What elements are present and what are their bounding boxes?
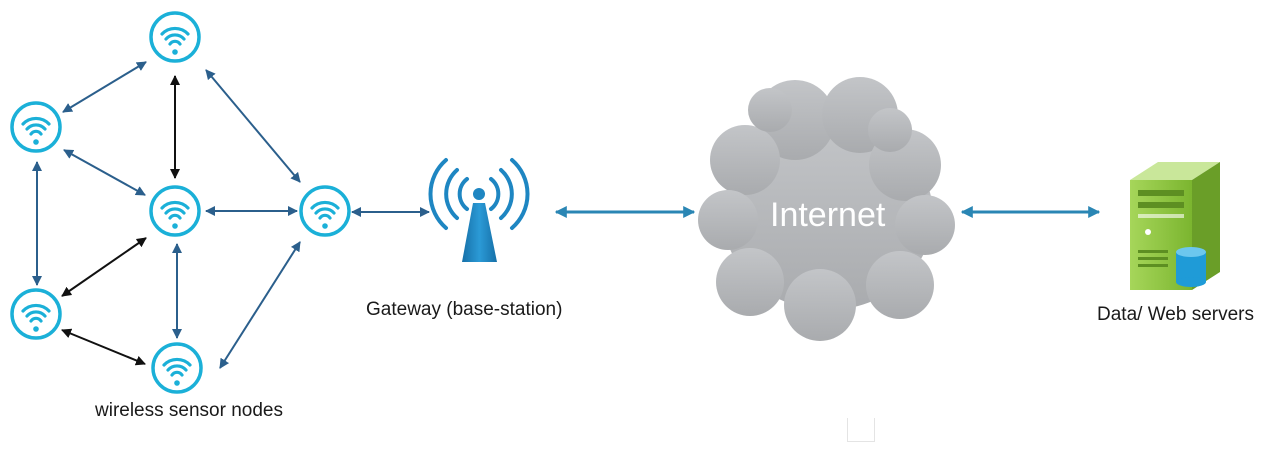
sensor-nodes [10, 11, 351, 394]
sensor-nodes-label: wireless sensor nodes [95, 400, 283, 421]
wifi-signal-circle-icon [10, 101, 62, 153]
wifi-signal-circle-icon [10, 288, 62, 340]
wifi-signal-circle-icon [299, 185, 351, 237]
link-top-right [205, 69, 301, 183]
wifi-signal-circle-icon [149, 11, 201, 63]
link-center-leftlower [61, 237, 147, 297]
sensor-node-center [149, 185, 201, 237]
wifi-signal-circle-icon [151, 342, 203, 394]
cloud-icon [698, 77, 955, 341]
internet-label: Internet [770, 196, 886, 234]
faint-bracket-mark [847, 418, 875, 442]
sensor-node-right [299, 185, 351, 237]
link-leftupper-center [63, 149, 146, 196]
sensor-mesh-links [32, 61, 430, 369]
link-leftlower-bottom [61, 328, 146, 366]
server-database-icon [1130, 162, 1220, 290]
link-top-leftupper [62, 61, 147, 113]
sensor-node-left-upper [10, 101, 62, 153]
sensor-node-top [149, 11, 201, 63]
link-right-bottom [219, 241, 301, 369]
gateway-label: Gateway (base-station) [366, 299, 563, 320]
wifi-signal-circle-icon [149, 185, 201, 237]
servers-label: Data/ Web servers [1097, 304, 1254, 325]
sensor-node-left-lower [10, 288, 62, 340]
broadcast-antenna-icon [428, 158, 530, 262]
sensor-node-bottom [151, 342, 203, 394]
